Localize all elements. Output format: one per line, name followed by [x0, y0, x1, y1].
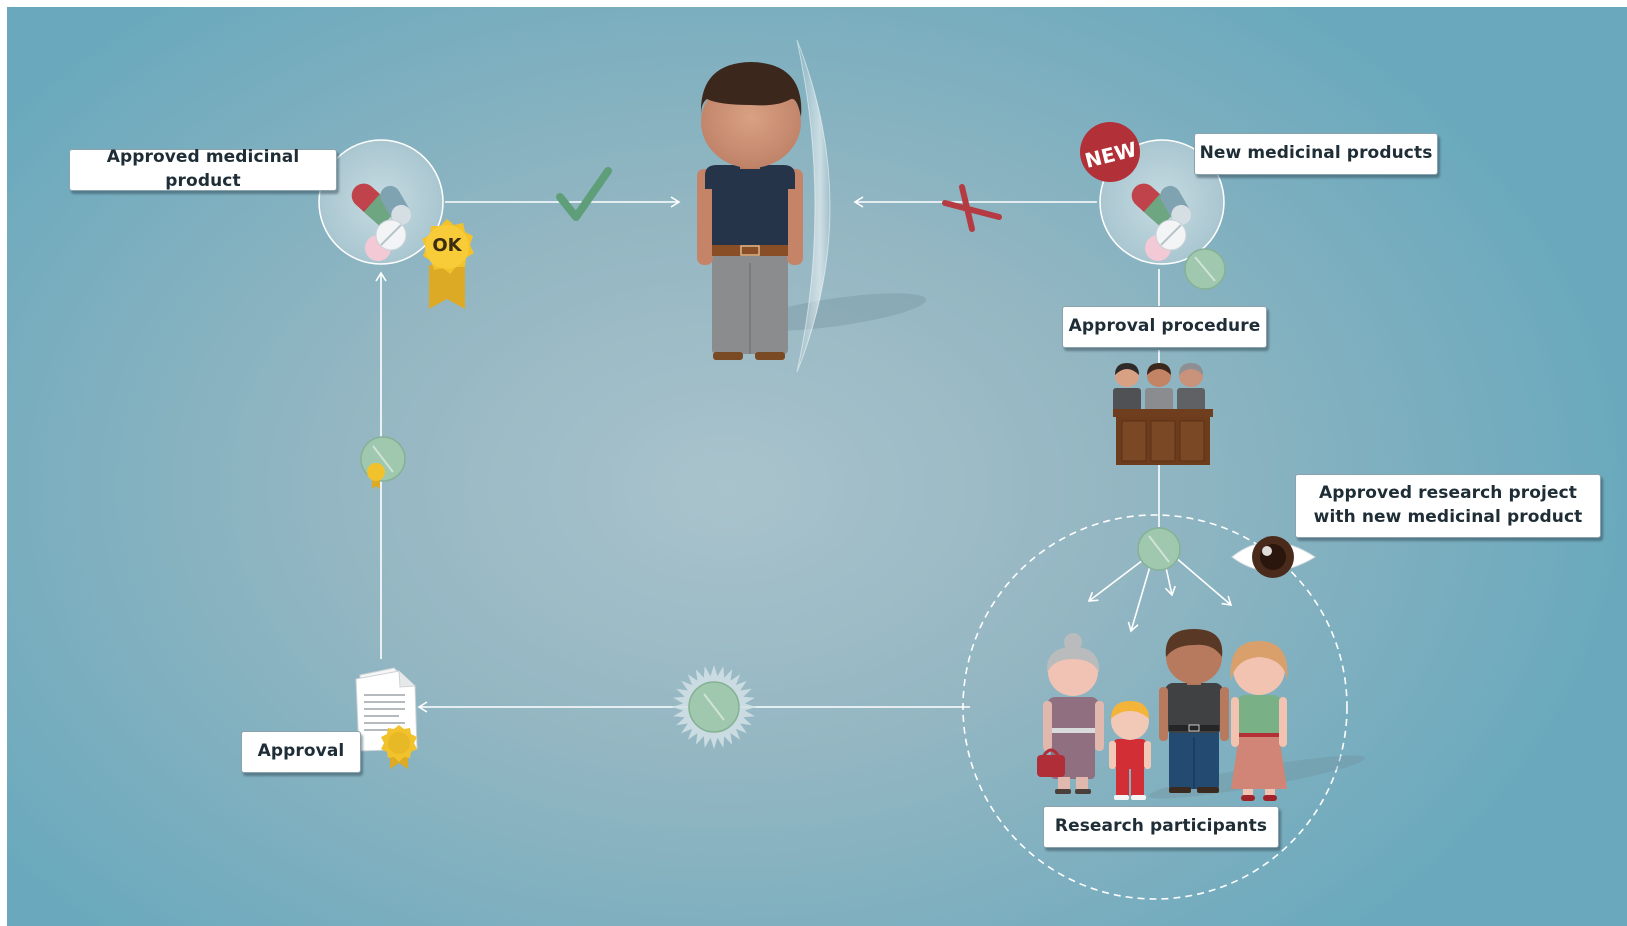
- diagram-canvas: NEW: [7, 7, 1627, 926]
- approval-label: Approval: [241, 731, 361, 773]
- approved-research-project-label: Approved research project with new medic…: [1295, 474, 1601, 538]
- research-pill-icon: [1137, 527, 1181, 571]
- certified-pill-icon: [360, 436, 406, 489]
- new-badge-icon: [1080, 122, 1140, 182]
- diagram-artwork: NEW: [318, 39, 1366, 900]
- committee-panel-icon: [1113, 363, 1213, 465]
- research-participants-figures: [1037, 629, 1366, 801]
- approval-procedure-label: Approval procedure: [1062, 306, 1267, 348]
- fanout-arrow-4: [1174, 556, 1233, 606]
- tested-pill-icon: [672, 665, 756, 749]
- eye-icon: [1231, 536, 1316, 578]
- cross-icon: [942, 184, 1002, 232]
- check-icon: [556, 167, 612, 221]
- research-group-circle: [962, 514, 1348, 900]
- approval-document-icon: [355, 667, 418, 769]
- participant-man: [1159, 629, 1229, 793]
- approved-pills-icon: [318, 139, 444, 265]
- shield-icon: [796, 39, 831, 373]
- connector-lines: [375, 196, 1233, 713]
- participant-child: [1109, 701, 1151, 800]
- approved-medicinal-product-label: Approved medicinal product: [69, 147, 337, 191]
- research-participants-label: Research participants: [1043, 806, 1279, 848]
- new-medicinal-products-label: New medicinal products: [1194, 133, 1438, 175]
- ok-seal-icon: [422, 219, 474, 309]
- fanout-arrow-1: [1087, 556, 1148, 602]
- participant-woman: [1230, 641, 1288, 801]
- ok-seal-text: OK: [432, 235, 462, 256]
- person-figure: [697, 62, 927, 360]
- participant-elderly-woman: [1037, 633, 1104, 794]
- fanout-arrow-2: [1127, 562, 1152, 633]
